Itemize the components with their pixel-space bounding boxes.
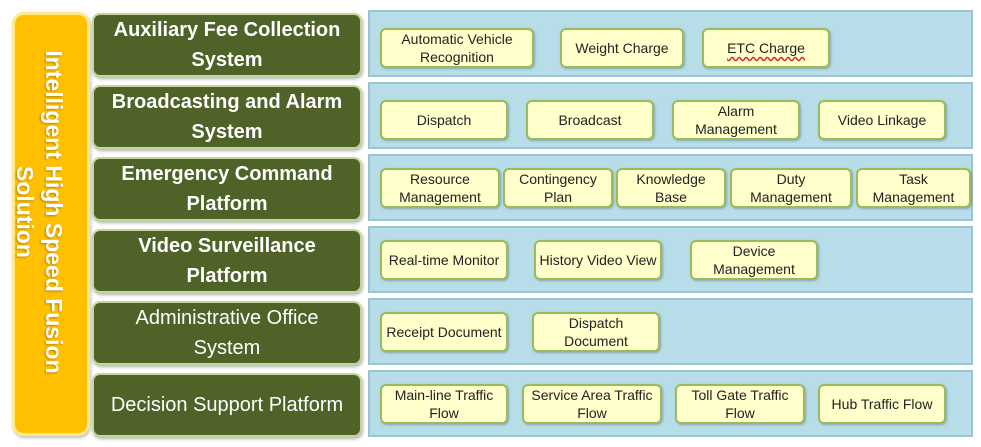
item-broadcast: Broadcast (526, 100, 654, 140)
item-task-management: Task Management (856, 168, 971, 208)
solution-title-bar (12, 12, 90, 436)
item-knowledge-base: Knowledge Base (616, 168, 726, 208)
item-contingency-plan: Contingency Plan (503, 168, 613, 208)
row-label-video-surveillance: Video Surveillance Platform (92, 229, 362, 293)
item-service-area-traffic-flow: Service Area Traffic Flow (522, 384, 662, 424)
row-panel-broadcasting-alarm: Dispatch Broadcast Alarm Management Vide… (368, 82, 973, 149)
item-dispatch-document: Dispatch Document (532, 312, 660, 352)
item-hub-traffic-flow: Hub Traffic Flow (818, 384, 946, 424)
row-panel-video-surveillance: Real-time Monitor History Video View Dev… (368, 226, 973, 293)
item-main-line-traffic-flow: Main-line Traffic Flow (380, 384, 508, 424)
item-real-time-monitor: Real-time Monitor (380, 240, 508, 280)
item-dispatch: Dispatch (380, 100, 508, 140)
item-etc-charge: ETC Charge (702, 28, 830, 68)
item-alarm-management: Alarm Management (672, 100, 800, 140)
row-panel-auxiliary-fee-collection: Automatic Vehicle Recognition Weight Cha… (368, 10, 973, 77)
row-label-emergency-command: Emergency Command Platform (92, 157, 362, 221)
item-device-management: Device Management (690, 240, 818, 280)
item-weight-charge: Weight Charge (560, 28, 684, 68)
row-panel-decision-support: Main-line Traffic Flow Service Area Traf… (368, 370, 973, 437)
row-label-administrative-office: Administrative Office System (92, 301, 362, 365)
solution-title: Intelligent High Speed Fusion Solution (12, 50, 67, 374)
item-history-video-view: History Video View (534, 240, 662, 280)
item-automatic-vehicle-recognition: Automatic Vehicle Recognition (380, 28, 534, 68)
item-toll-gate-traffic-flow: Toll Gate Traffic Flow (675, 384, 805, 424)
item-resource-management: Resource Management (380, 168, 500, 208)
row-label-broadcasting-alarm: Broadcasting and Alarm System (92, 85, 362, 149)
item-receipt-document: Receipt Document (380, 312, 508, 352)
row-panel-emergency-command: Resource Management Contingency Plan Kno… (368, 154, 973, 221)
row-label-decision-support: Decision Support Platform (92, 373, 362, 437)
item-video-linkage: Video Linkage (818, 100, 946, 140)
item-duty-management: Duty Management (730, 168, 852, 208)
row-panel-administrative-office: Receipt Document Dispatch Document (368, 298, 973, 365)
row-label-auxiliary-fee-collection: Auxiliary Fee Collection System (92, 13, 362, 77)
